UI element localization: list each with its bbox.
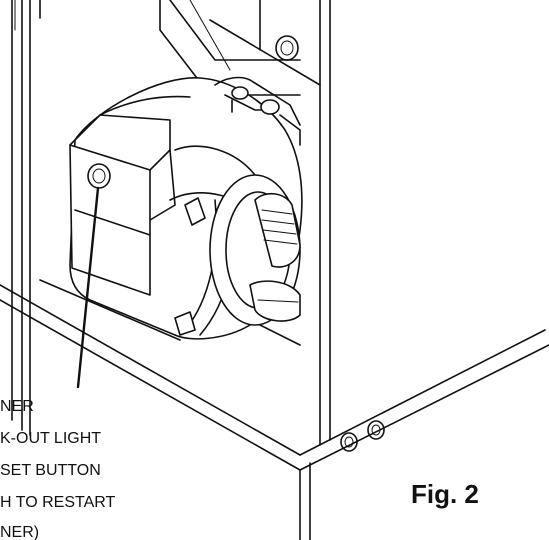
figure-label: Fig. 2 bbox=[411, 479, 479, 509]
callout-line-5: NER) bbox=[0, 524, 39, 540]
callout-line-3: SET BUTTON bbox=[0, 462, 101, 479]
callout-line-1: NER bbox=[0, 398, 34, 415]
callout-leader bbox=[76, 186, 100, 389]
callout-line-2: K-OUT LIGHT bbox=[0, 430, 101, 447]
callout-label: NER K-OUT LIGHT SET BUTTON H TO RESTART … bbox=[0, 398, 116, 540]
burner-housing bbox=[69, 0, 303, 340]
callout-line-4: H TO RESTART bbox=[0, 494, 116, 511]
